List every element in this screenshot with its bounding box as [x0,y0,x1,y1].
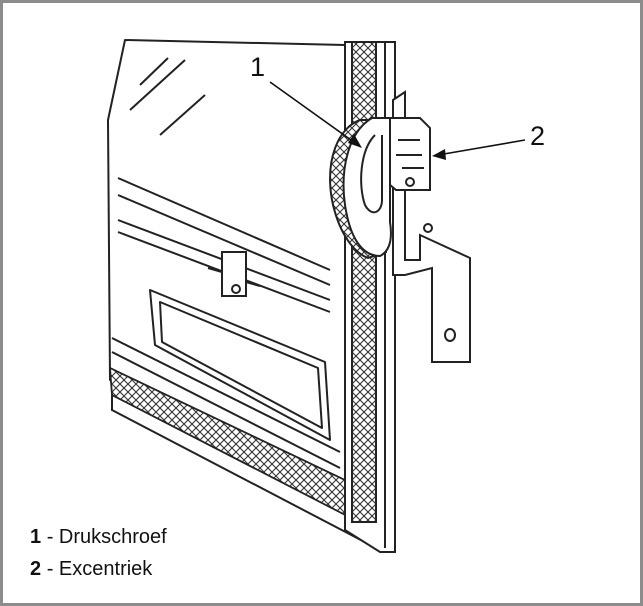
legend-label: Excentriek [58,558,153,580]
legend-separator: - [46,526,54,548]
pressure-screw [329,117,392,260]
legend-number: 2 [30,558,42,580]
callout-leader-2 [432,139,526,160]
callout-number-2: 2 [530,121,546,151]
callout-number-1: 1 [250,52,266,82]
callout-leader-1 [269,81,362,148]
legend-number: 1 [30,526,42,548]
legend-separator: - [46,558,54,580]
legend-label: Drukschroef [58,526,167,548]
legend-item-2: 2 - Excentriek [30,553,167,585]
legend: 1 - Drukschroef 2 - Excentriek [30,521,167,585]
legend-item-1: 1 - Drukschroef [30,521,167,553]
